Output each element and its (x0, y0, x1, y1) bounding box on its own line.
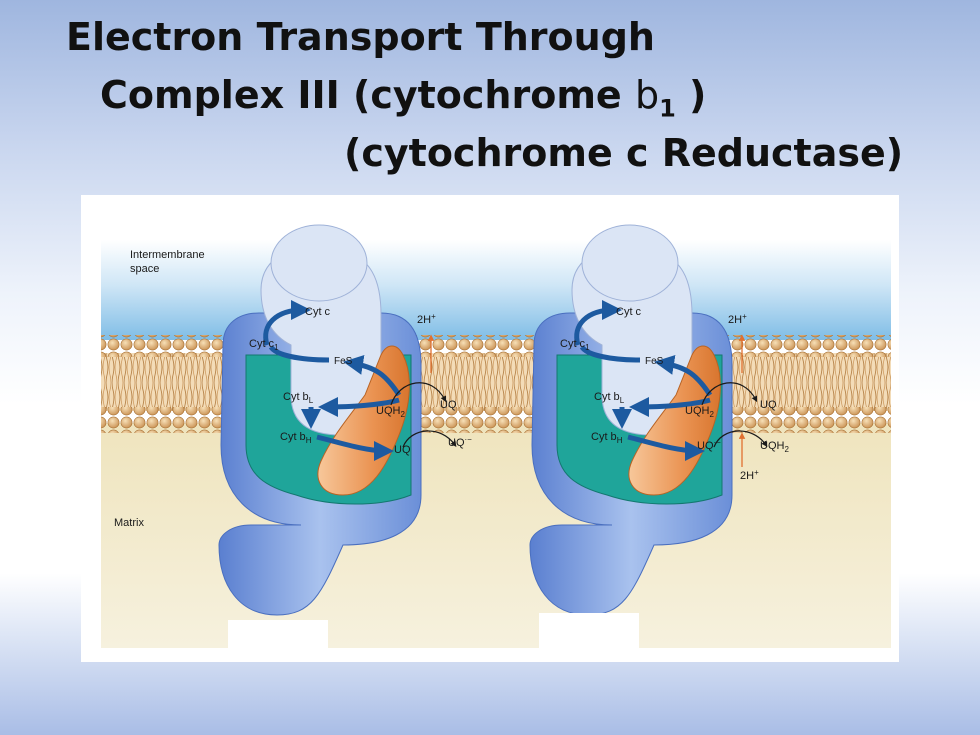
label-uq-radical-left-mark: ·− (465, 435, 473, 444)
label-cytc-right: Cyt c (616, 306, 642, 318)
label-2h-top-right-text: 2H (728, 314, 742, 326)
intermembrane-space-layer (101, 240, 891, 340)
label-cytbh-right-sub: H (617, 436, 623, 445)
arrow-fes-to-cytc1-right (579, 345, 641, 363)
arrow-cytbh-to-uq-left (316, 434, 394, 461)
blank-box-left (228, 620, 328, 652)
label-cytc1-right-sub: 1 (585, 343, 590, 352)
label-2h-top-right: 2H+ (728, 312, 747, 326)
label-uqh2-bottom-right: UQH2 (760, 440, 789, 454)
label-uq-bottom-left: UQ (394, 444, 411, 456)
arrow-cytc1-to-cytc-right (574, 300, 622, 346)
label-2h-left-sup: + (431, 312, 436, 321)
label-uqh2-left-text: UQH (376, 405, 401, 417)
label-uqh2-right-sub: 2 (709, 410, 714, 419)
label-uqh2-bottom-right-text: UQH (760, 440, 785, 452)
label-uqh2-right-text: UQH (685, 405, 710, 417)
label-2h-left-text: 2H (417, 314, 431, 326)
label-uqh2-bottom-right-sub: 2 (784, 445, 789, 454)
label-cytbh-left: Cyt bH (280, 431, 312, 445)
label-cytc1-right-text: Cyt c (560, 338, 586, 350)
membrane-top-heads (101, 335, 891, 357)
label-cytbh-left-sub: H (306, 436, 312, 445)
title-subscript: 1 (659, 94, 676, 123)
label-2h-left: 2H+ (417, 312, 436, 326)
arrow-uqradical-to-uqh2-right (713, 430, 768, 448)
label-cytbh-left-text: Cyt b (280, 431, 306, 443)
arrow-uqh2-to-fes-right (654, 355, 713, 397)
arrow-fes-to-cytc1-left (268, 345, 330, 363)
label-cytbl-right-sub: L (620, 396, 625, 405)
matrix-label: Matrix (114, 517, 144, 529)
blank-box-right (539, 613, 639, 653)
label-uq-radical-left-text: UQ (448, 437, 465, 449)
label-cytc1-left-text: Cyt c (249, 338, 275, 350)
label-fes-left: FeS (334, 356, 353, 367)
title-line-2-text: Complex III (cytochrome (100, 73, 635, 117)
label-2h-bottom-right: 2H+ (740, 468, 759, 482)
label-cytbl-right: Cyt bL (594, 391, 625, 405)
matrix-layer (101, 423, 891, 648)
label-uq-radical-right: UQ·− (697, 438, 721, 452)
label-fes-right: FeS (645, 356, 664, 367)
intermembrane-label-line-2: space (130, 263, 159, 275)
label-cytbh-right-text: Cyt b (591, 431, 617, 443)
arrow-cytbh-to-uqradical-right (627, 434, 705, 461)
label-cytbl-left-text: Cyt b (283, 391, 309, 403)
label-cytc1-left-sub: 1 (274, 343, 279, 352)
arrow-uqh2-to-cytbl-left (318, 396, 400, 417)
arrow-uqh2-to-uq-left (390, 382, 447, 406)
title-line-1: Electron Transport Through (66, 15, 655, 59)
label-uqh2-left-sub: 2 (400, 410, 405, 419)
label-uq-right: UQ (760, 399, 777, 411)
label-uq-radical-left: UQ·− (448, 435, 472, 449)
title-line-3: (cytochrome c Reductase) (344, 131, 904, 175)
label-2h-bottom-right-sup: + (754, 468, 759, 477)
arrow-cytc1-to-cytc-left (263, 300, 311, 346)
arrow-uq-to-uqradical-left (402, 430, 457, 448)
label-uq-radical-right-text: UQ (697, 440, 714, 452)
arrow-uqh2-to-uq-right (701, 382, 758, 406)
label-2h-bottom-right-text: 2H (740, 470, 754, 482)
label-uqh2-left: UQH2 (376, 405, 405, 419)
label-cytbl-left-sub: L (309, 396, 314, 405)
complex-iii-left (218, 224, 422, 652)
label-cytbl-left: Cyt bL (283, 391, 314, 405)
label-cytbl-right-text: Cyt b (594, 391, 620, 403)
label-uqh2-right: UQH2 (685, 405, 714, 419)
label-cytc-left: Cyt c (305, 306, 331, 318)
intermembrane-label-line-1: Intermembrane (130, 249, 205, 261)
label-uq-top-left: UQ (440, 399, 457, 411)
label-cytc1-left: Cyt c1 (249, 338, 279, 352)
label-cytbh-right: Cyt bH (591, 431, 623, 445)
title-b-letter: b (634, 73, 660, 117)
title-line-2-end: ) (675, 73, 707, 117)
label-2h-top-right-sup: + (742, 312, 747, 321)
arrow-uqh2-to-fes-left (343, 355, 402, 397)
title-line-2: Complex III (cytochrome b1 ) (100, 76, 706, 121)
label-cytc1-right: Cyt c1 (560, 338, 590, 352)
complex-iii-right (529, 224, 733, 653)
label-uq-radical-right-mark: ·− (714, 438, 722, 447)
complex-iii-figure: Intermembrane space Matrix Cyt c Cyt c1 … (81, 195, 899, 662)
arrow-uqh2-to-cytbl-right (629, 396, 711, 417)
